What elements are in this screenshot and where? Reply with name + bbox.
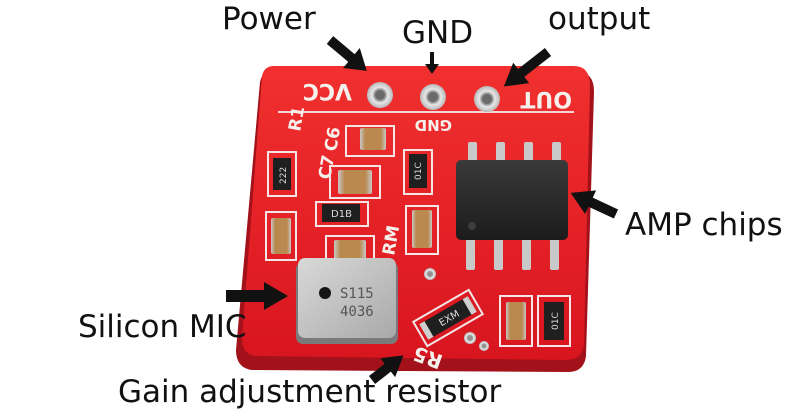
silk-r1: R1	[285, 105, 309, 133]
capacitor-c6	[360, 128, 386, 150]
resistor-01c	[409, 154, 427, 188]
silicon-mic-label: Silicon MIC	[78, 309, 247, 345]
gain-arrow	[368, 355, 404, 384]
silk-vcc: VCC	[303, 78, 352, 103]
amp-chip-pins-bottom	[466, 236, 559, 270]
mic-port	[319, 287, 331, 299]
capacitor-left	[271, 218, 291, 254]
header-pads	[367, 82, 500, 112]
amp-chip	[456, 142, 568, 270]
resistor-d1b-text: D1B	[331, 209, 352, 220]
capacitor-rm	[412, 210, 432, 248]
gain-resistor-label: Gain adjustment resistor	[118, 374, 502, 410]
resistor-222-text: 222	[279, 167, 289, 184]
silkscreen-text: VCC GND OUT R1 C6 C7 RM R5	[285, 78, 572, 374]
mic-body	[298, 258, 396, 338]
capacitor-c7	[338, 170, 372, 194]
amp-chips-label: AMP chips	[625, 207, 783, 243]
mic-arrow	[226, 282, 288, 310]
gnd-arrow	[425, 52, 439, 74]
gain-resistor	[422, 298, 474, 338]
passive-components: 222 D1B 01C 01C EXM	[265, 125, 571, 351]
resistor-01c-right-text: 01C	[551, 312, 561, 330]
resistor-01c-text: 01C	[414, 162, 424, 180]
mic-text-2: 4036	[340, 304, 374, 320]
power-label: Power	[222, 1, 316, 37]
silk-c7: C7	[315, 153, 339, 180]
output-arrow	[503, 48, 552, 87]
silk-out: OUT	[520, 86, 572, 111]
capacitor-lower	[334, 240, 366, 262]
resistor-d1b	[322, 204, 360, 222]
resistor-01c-right	[544, 302, 564, 340]
mic-text-1: S115	[340, 286, 374, 302]
gnd-label: GND	[402, 15, 474, 51]
capacitor-right	[506, 302, 526, 340]
silk-gnd: GND	[415, 116, 452, 134]
amp-chip-body	[456, 160, 568, 240]
resistor-222	[273, 158, 291, 190]
power-arrow	[326, 36, 367, 71]
silicon-mic: S115 4036	[296, 258, 398, 344]
silk-c6: C6	[321, 125, 345, 152]
amp-arrow	[570, 190, 619, 219]
callout-arrows	[226, 36, 619, 384]
output-label: output	[548, 1, 651, 37]
